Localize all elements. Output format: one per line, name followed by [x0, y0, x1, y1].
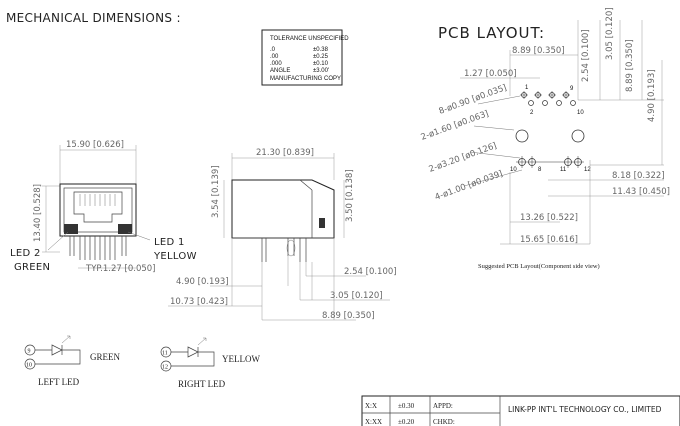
pcb-v1: 2.54 [0.100]	[581, 29, 591, 82]
pcb-hole-a: 8-ø0.90 [ø0.035]	[438, 83, 509, 117]
left-led-pin-a: 9	[28, 349, 31, 355]
right-led-schematic: 11 12 YELLOW RIGHT LED	[160, 337, 260, 389]
title-block: X:X ±0.30 APPD: X:XX ±0.20 CHKD: LINK-PP…	[361, 395, 680, 426]
right-led-pin-a: 11	[162, 351, 168, 357]
pcb-pin9: 9	[570, 86, 574, 92]
pcb-h1: 8.18 [0.322]	[612, 171, 665, 181]
pcb-top-dim: 8.89 [0.350]	[512, 46, 565, 56]
pcb-h4: 15.65 [0.616]	[520, 235, 578, 245]
pcb-hole-b: 2-ø1.60 [ø0.063]	[420, 109, 491, 143]
front-width-dim: 15.90 [0.626]	[66, 140, 124, 150]
left-led-schematic: 9 10 GREEN LEFT LED	[24, 335, 120, 387]
tb-company: LINK-PP INT'L TECHNOLOGY CO., LIMITED	[508, 405, 662, 414]
tb-row1-label: X:X	[365, 402, 377, 410]
right-led-pin-b: 12	[162, 365, 168, 371]
side-view: 21.30 [0.839] 3.54 [0.139] 3.50 [0.138]	[168, 148, 397, 321]
pcb-title: PCB LAYOUT:	[438, 24, 545, 42]
tb-row2-field: CHKD:	[433, 418, 455, 426]
pcb-v3: 8.89 [0.350]	[625, 39, 635, 92]
pcb-pin1: 1	[525, 85, 529, 91]
tol-val-0: ±0.38	[313, 47, 329, 53]
pcb-v2: 3.05 [0.120]	[605, 7, 615, 60]
side-height-right: 3.50 [0.138]	[345, 169, 355, 222]
tol-val-3: ±3.00'	[313, 68, 329, 74]
pcb-v4: 4.90 [0.193]	[647, 69, 657, 122]
tolerance-header: TOLERANCE UNSPECIFIED	[270, 36, 349, 42]
tol-val-2: ±0.10	[313, 61, 329, 67]
tb-row1-tol: ±0.30	[398, 402, 415, 410]
pcb-pin8: 8	[538, 167, 542, 173]
side-dim-d3: 2.54 [0.100]	[344, 267, 397, 277]
left-led-pin-b: 10	[26, 363, 32, 369]
tb-row2-tol: ±0.20	[398, 418, 415, 426]
led1-label: LED 1	[154, 237, 185, 248]
led1-color: YELLOW	[153, 251, 197, 262]
tb-row1-field: APPD:	[433, 402, 453, 410]
side-dim-d5: 8.89 [0.350]	[322, 311, 375, 321]
pcb-hole-d: 4-ø1.00 [ø0.039]	[434, 169, 505, 203]
right-diode-icon	[187, 346, 199, 358]
left-led-color: GREEN	[90, 352, 120, 362]
side-dim-d1: 4.90 [0.193]	[176, 277, 229, 287]
led2-color: GREEN	[14, 262, 50, 273]
tol-key-3: ANGLE	[270, 68, 290, 74]
side-width-dim: 21.30 [0.839]	[256, 148, 314, 158]
pcb-pin11: 11	[560, 167, 567, 173]
tolerance-footer: MANUFACTURING COPY	[270, 76, 341, 82]
tolerance-box: TOLERANCE UNSPECIFIED .0 ±0.38 .00 ±0.25…	[261, 29, 349, 86]
right-led-label: RIGHT LED	[178, 379, 226, 389]
pcb-hole-c: 2-ø3.20 [ø0.126]	[428, 141, 499, 175]
led2-label: LED 2	[10, 248, 41, 259]
pcb-pin12: 12	[584, 167, 591, 173]
front-height-dim: 13.40 [0.528]	[33, 184, 43, 242]
pcb-caption: Suggested PCB Layout(Component side view…	[478, 263, 600, 270]
left-led-label: LEFT LED	[38, 377, 80, 387]
pcb-h3: 13.26 [0.522]	[520, 213, 578, 223]
tol-val-1: ±0.25	[313, 54, 329, 60]
mechanical-title: MECHANICAL DIMENSIONS :	[6, 11, 181, 25]
front-view: 15.90 [0.626] 13.40 [0.528]	[10, 140, 197, 274]
pcb-pitch-dim: 1.27 [0.050]	[464, 69, 517, 79]
right-led-color: YELLOW	[222, 354, 260, 364]
tb-row2-label: X:XX	[365, 418, 382, 426]
tol-key-2: .000	[270, 61, 282, 67]
tol-key-1: .00	[270, 54, 279, 60]
front-pitch-dim: TYP.1.27 [0.050]	[85, 264, 155, 274]
pcb-layout: 8.89 [0.350] 1.27 [0.050] 2.54 [0.100] 3…	[420, 7, 670, 245]
pcb-pin10: 10	[577, 110, 584, 116]
side-dim-d4: 3.05 [0.120]	[330, 291, 383, 301]
pcb-pin2: 2	[530, 110, 534, 116]
pcb-pin10b: 10	[510, 167, 517, 173]
side-dim-d2: 10.73 [0.423]	[170, 297, 228, 307]
left-diode-icon	[51, 344, 63, 356]
tol-key-0: .0	[270, 47, 276, 53]
pcb-h2: 11.43 [0.450]	[612, 187, 670, 197]
side-height-left: 3.54 [0.139]	[211, 165, 221, 218]
